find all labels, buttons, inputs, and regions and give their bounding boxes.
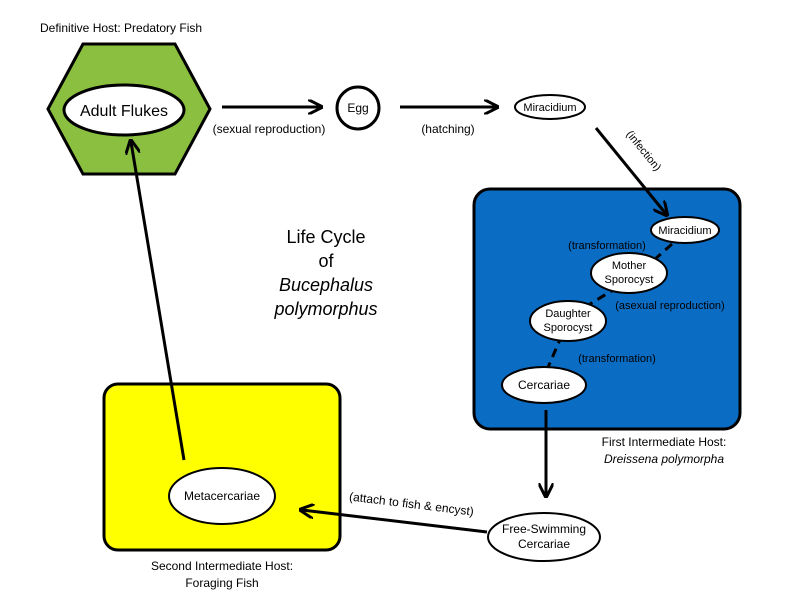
miracidium-inside-node: [650, 216, 720, 244]
title-line4: polymorphus: [273, 299, 377, 319]
arrow-metacercariae-to-adult: [131, 142, 186, 461]
free-swimming-label-line1: Free-Swimming: [502, 522, 586, 536]
hatching-label: (hatching): [421, 122, 474, 136]
second-host-label-line2: Foraging Fish: [185, 576, 258, 590]
transformation-label-1: (transformation): [568, 240, 646, 252]
first-host-label-line2: Dreissena polymorpha: [604, 452, 724, 466]
mother-sporocyst-node: [590, 252, 668, 294]
daughter-sporocyst-label-line2: Sporocyst: [544, 322, 593, 334]
arrow-free-to-metacercariae: [302, 510, 488, 534]
second-host-label-line1: Second Intermediate Host:: [151, 559, 293, 573]
daughter-sporocyst-node: [529, 300, 607, 342]
title-line2: of: [318, 251, 334, 271]
miracidium-inside-label: Miracidium: [658, 225, 711, 237]
adult-flukes-node: [62, 83, 186, 137]
egg-label: Egg: [347, 101, 368, 115]
arrow-infection: [594, 127, 666, 214]
transformation-label-2: (transformation): [578, 353, 656, 365]
mother-sporocyst-label-line1: Mother: [612, 260, 647, 272]
miracidium-node: [514, 94, 586, 120]
adult-flukes-label: Adult Flukes: [80, 103, 168, 120]
cercariae-node: [501, 366, 587, 404]
attach-label: (attach to fish & encyst): [348, 489, 474, 518]
sexual-reproduction-label: (sexual reproduction): [213, 122, 326, 136]
asexual-reproduction-label: (asexual reproduction): [615, 300, 724, 312]
mother-sporocyst-label-line2: Sporocyst: [605, 274, 654, 286]
first-host-label-line1: First Intermediate Host:: [602, 435, 727, 449]
miracidium-label: Miracidium: [523, 102, 576, 114]
metacercariae-node: [168, 467, 276, 525]
egg-node: [335, 85, 381, 131]
definitive-host-label: Definitive Host: Predatory Fish: [40, 21, 202, 35]
cercariae-label: Cercariae: [518, 378, 570, 392]
metacercariae-label: Metacercariae: [184, 489, 260, 503]
daughter-sporocyst-label-line1: Daughter: [545, 308, 591, 320]
link-miracidium-mother: [653, 242, 673, 262]
free-swimming-label-line2: Cercariae: [518, 537, 570, 551]
title-line3: Bucephalus: [279, 275, 373, 295]
title-line1: Life Cycle: [286, 227, 365, 247]
free-swimming-cercariae-node: [487, 512, 601, 562]
